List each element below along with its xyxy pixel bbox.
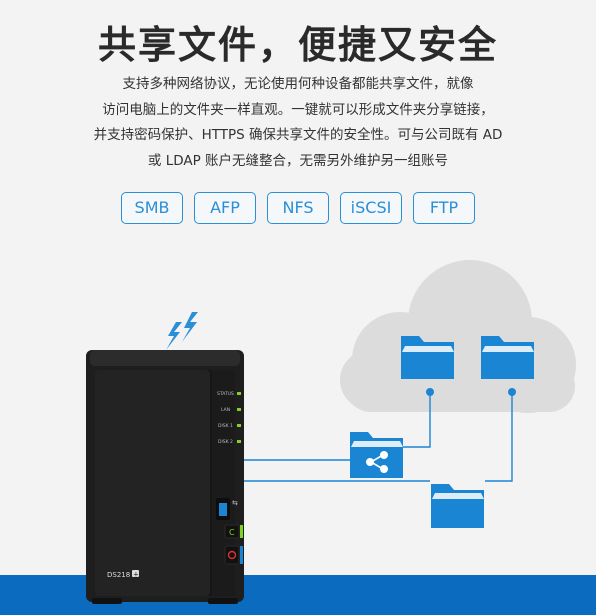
power-icon [227,550,237,560]
usb-icon: ⇆ [232,499,238,507]
page-title: 共享文件，便捷又安全 [97,23,498,67]
share-folder-icon [350,432,403,478]
protocol-badge-ftp: FTP [413,192,475,224]
description-line: 并支持密码保护、HTTPS 确保共享文件的安全性。可与公司既有 AD [93,127,503,143]
led-lan [237,408,241,411]
protocol-badge-nfs: NFS [267,192,329,224]
connection-dot [426,388,434,396]
folder-icon [431,484,484,528]
folder-icon [481,336,534,379]
led-status [237,392,241,395]
nas-device: STATUS LAN DISK 1 DISK 2 ⇆ C DS218 [86,350,244,604]
nas-model-label: DS218 [107,571,130,579]
description-line: 访问电脑上的文件夹一样直观。一键就可以形成文件夹分享链接， [102,101,494,118]
led-panel: STATUS LAN DISK 1 DISK 2 [217,391,241,445]
protocol-badge-smb: SMB [121,192,183,224]
protocol-badge-iscsi: iSCSI [340,192,402,224]
cloud-icon [340,260,576,413]
protocol-list: SMB AFP NFS iSCSI FTP [0,192,596,224]
led-label-status: STATUS [217,391,234,397]
svg-text:+: + [133,571,139,579]
usb-port: ⇆ [216,498,238,520]
connection-lines [244,392,513,482]
protocol-badge-afp: AFP [194,192,256,224]
connection-dot [508,388,516,396]
copy-button[interactable]: C [224,524,243,539]
plus-badge [132,570,139,577]
led-label-lan: LAN [221,407,230,413]
led-disk2 [237,440,241,443]
power-button[interactable] [224,545,243,565]
description-line: 支持多种网络协议，无论使用何种设备都能共享文件，就像 [122,76,474,92]
led-disk1 [237,424,241,427]
led-label-disk2: DISK 2 [218,439,233,445]
led-label-disk1: DISK 1 [218,423,233,429]
copy-button-label: C [229,528,235,537]
description-line: 或 LDAP 账户无缝整合，无需另外维护另一组账号 [147,152,449,169]
description: 支持多种网络协议，无论使用何种设备都能共享文件，就像 访问电脑上的文件夹一样直观… [48,72,548,174]
lightning-icon [166,312,198,350]
folder-icon [401,336,454,379]
